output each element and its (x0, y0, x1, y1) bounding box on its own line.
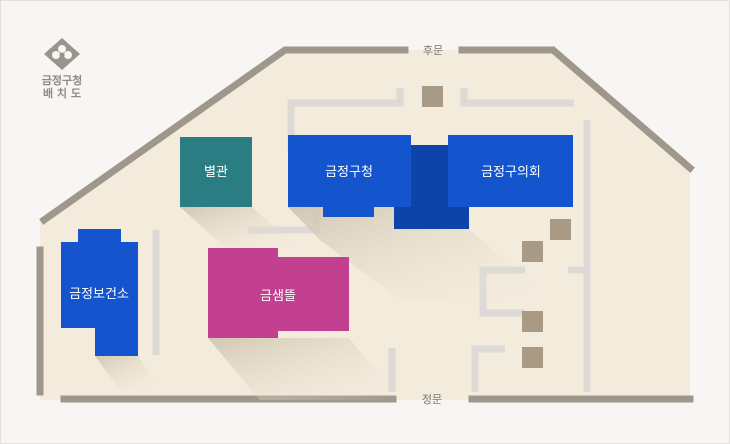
health-center-label: 금정보건소 (69, 287, 129, 302)
facility-marker (550, 219, 571, 240)
facility-marker (422, 86, 443, 107)
building-shadows (95, 207, 550, 400)
flower-emblem-icon (44, 38, 80, 70)
map-logo: 금정구청 배 치 도 (30, 38, 94, 100)
map-title-line1: 금정구청 (41, 74, 83, 87)
main-gate-label: 정문 (422, 393, 442, 406)
geumsaemteul-label: 금샘뜰 (260, 289, 296, 304)
council-building[interactable] (448, 135, 573, 207)
facility-marker (522, 347, 543, 368)
annex-building[interactable] (180, 137, 252, 207)
district-office-label: 금정구청 (325, 165, 373, 180)
facility-marker (522, 241, 543, 262)
district-office-building[interactable] (288, 135, 411, 217)
health-center-building[interactable] (61, 229, 138, 356)
rear-gate-label: 후문 (423, 44, 443, 57)
map-title-line2: 배 치 도 (42, 87, 82, 100)
annex-label: 별관 (204, 165, 228, 180)
facility-markers (422, 86, 571, 368)
geumsaemteul-building[interactable] (208, 248, 349, 338)
connector-building (394, 145, 469, 229)
council-label: 금정구의회 (481, 165, 541, 180)
facility-marker (522, 311, 543, 332)
